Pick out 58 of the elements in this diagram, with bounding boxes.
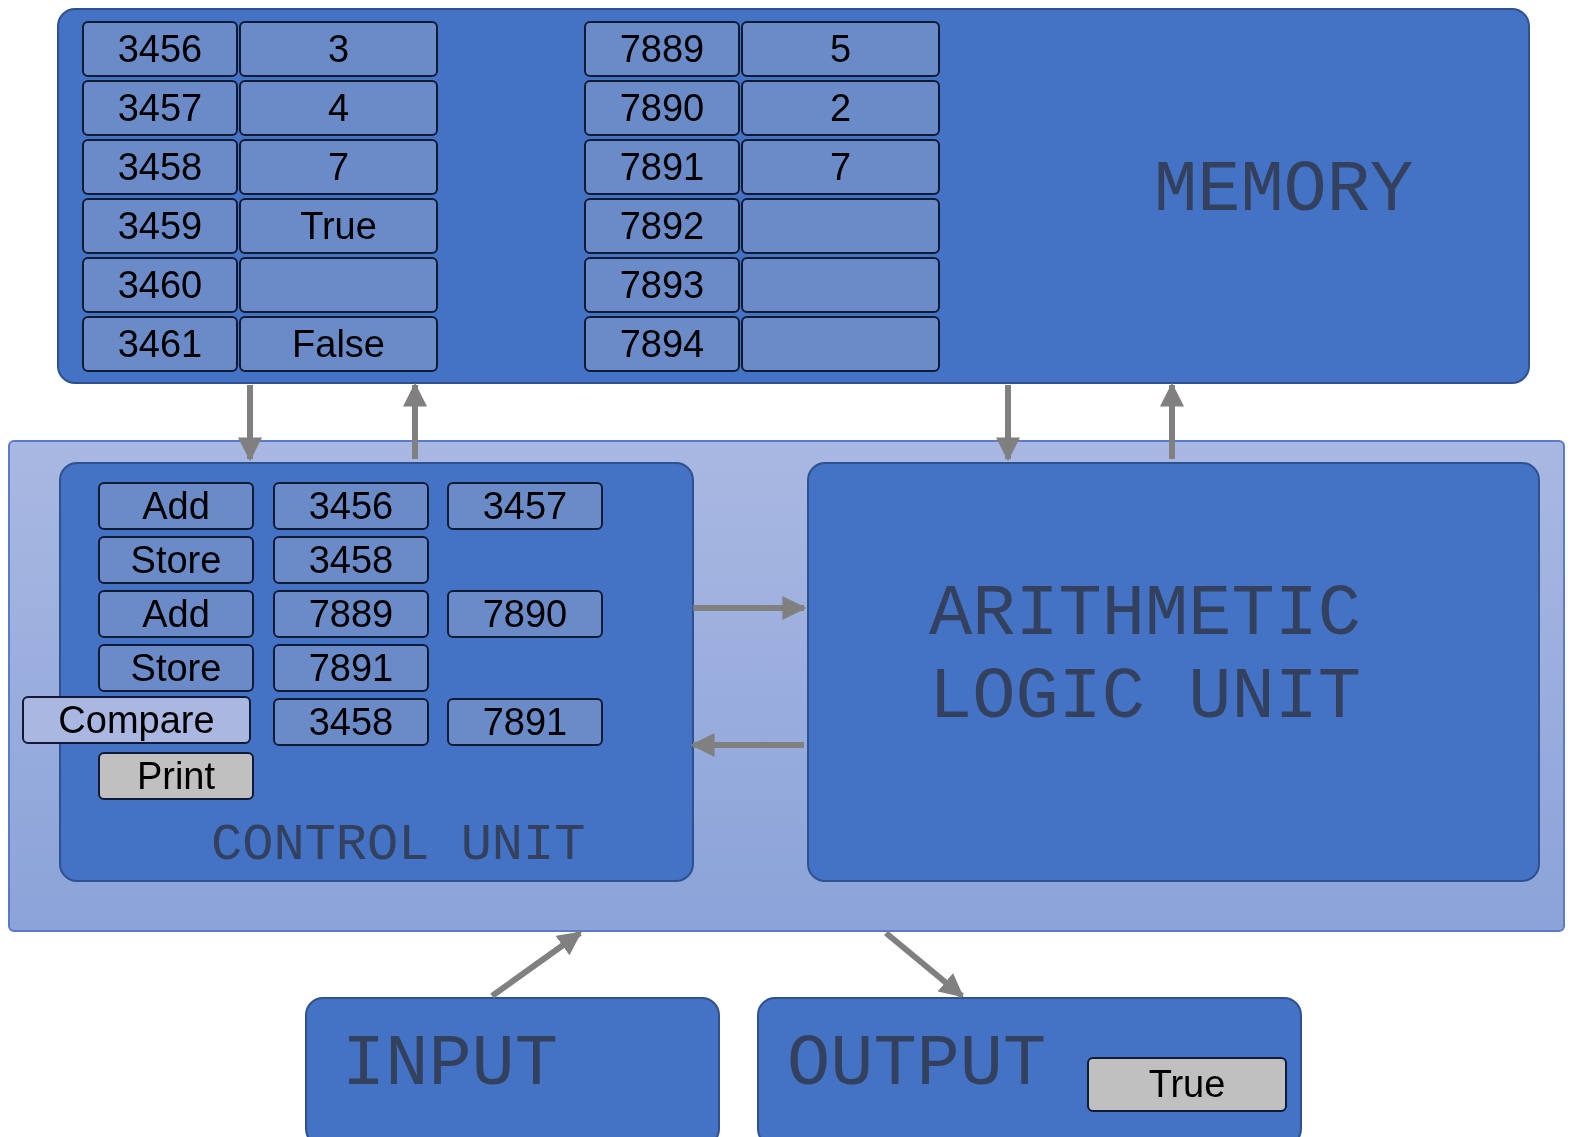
unit-label: CONTROL UNIT	[211, 816, 587, 876]
instruction-cell: 7891	[447, 698, 603, 746]
memory-cell: 5	[741, 21, 940, 77]
value-cell: Print	[98, 752, 254, 800]
memory-cell: 7894	[584, 316, 740, 372]
memory-cell: 2	[741, 80, 940, 136]
instruction-cell: Compare	[22, 696, 251, 744]
unit-label: INPUT	[342, 1024, 560, 1107]
arrow	[1160, 382, 1184, 459]
arrow	[996, 385, 1020, 462]
processor-panel	[8, 440, 1565, 932]
arrow	[693, 596, 807, 620]
output-panel	[757, 997, 1302, 1137]
memory-cell: False	[239, 316, 438, 372]
instruction-cell: Store	[98, 644, 254, 692]
memory-cell	[741, 257, 940, 313]
memory-cell: 7892	[584, 198, 740, 254]
memory-cell: 7893	[584, 257, 740, 313]
instruction-cell: 3458	[273, 536, 429, 584]
value-cell: True	[1087, 1057, 1287, 1112]
memory-cell: 7890	[584, 80, 740, 136]
memory-panel	[57, 8, 1530, 384]
memory-cell	[741, 198, 940, 254]
memory-cell: 7889	[584, 21, 740, 77]
memory-cell: 4	[239, 80, 438, 136]
instruction-cell: Store	[98, 536, 254, 584]
arrow	[884, 930, 964, 999]
memory-cell	[741, 316, 940, 372]
memory-cell: 3457	[82, 80, 238, 136]
memory-cell: 3461	[82, 316, 238, 372]
input-panel	[305, 997, 720, 1137]
instruction-cell: 3458	[273, 698, 429, 746]
instruction-cell: Add	[98, 590, 254, 638]
memory-cell: 3456	[82, 21, 238, 77]
unit-label: MEMORY	[1154, 150, 1415, 233]
arrow	[490, 930, 582, 999]
arrow	[238, 385, 262, 462]
arrow	[690, 733, 804, 757]
memory-cell: 7	[239, 139, 438, 195]
memory-cell: 3458	[82, 139, 238, 195]
memory-cell: 3460	[82, 257, 238, 313]
memory-cell: True	[239, 198, 438, 254]
instruction-cell: 3456	[273, 482, 429, 530]
instruction-cell: Add	[98, 482, 254, 530]
unit-label: ARITHMETIC LOGIC UNIT	[929, 574, 1363, 740]
memory-cell: 7891	[584, 139, 740, 195]
arrow	[403, 382, 427, 459]
instruction-cell: 7891	[273, 644, 429, 692]
memory-cell	[239, 257, 438, 313]
instruction-cell: 3457	[447, 482, 603, 530]
alu-panel	[807, 462, 1540, 882]
unit-label: OUTPUT	[787, 1024, 1048, 1107]
memory-cell: 3	[239, 21, 438, 77]
instruction-cell: 7889	[273, 590, 429, 638]
instruction-cell: 7890	[447, 590, 603, 638]
memory-cell: 3459	[82, 198, 238, 254]
control-unit-panel	[59, 462, 694, 882]
memory-cell: 7	[741, 139, 940, 195]
